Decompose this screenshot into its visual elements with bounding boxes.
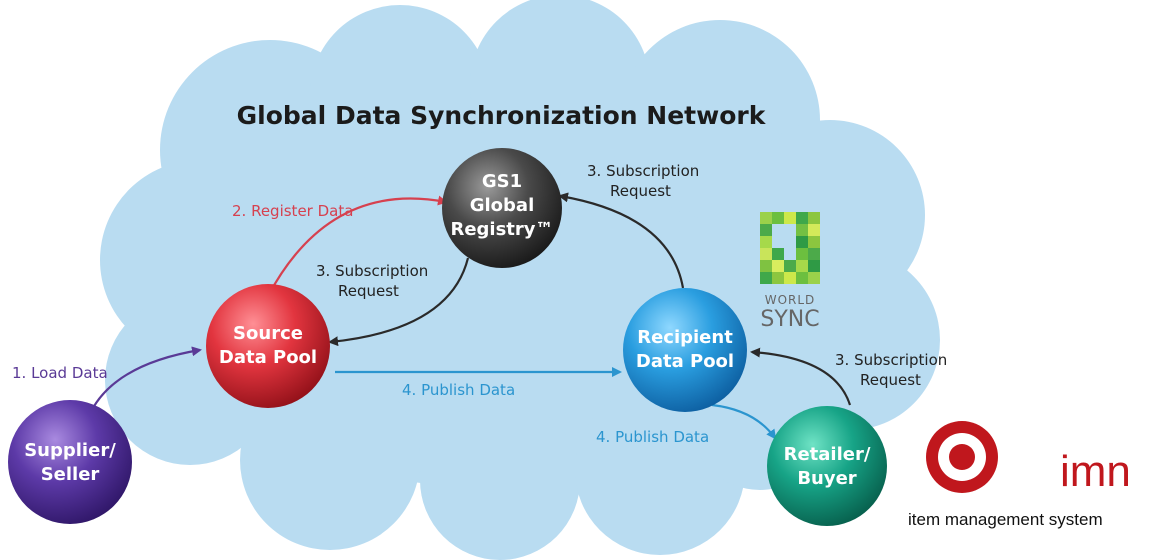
label-subscription-retailer: 3. Subscription <box>835 351 947 369</box>
node-source-data-pool: Source Data Pool <box>206 284 330 408</box>
node-gs1-global-registry: GS1 Global Registry™ <box>442 148 562 268</box>
worldsync-line1: WORLD <box>765 293 816 307</box>
label-request-recipient: Request <box>610 182 671 200</box>
retailer-line2: Buyer <box>797 468 856 489</box>
supplier-line1: Supplier/ <box>24 440 116 461</box>
imn-brand-text: imn <box>1060 447 1131 496</box>
subscription-to-source-arrow <box>328 257 470 347</box>
subscription-to-gs1-arrow <box>558 192 685 289</box>
label-request-source: Request <box>338 282 399 300</box>
label-subscription-source: 3. Subscription <box>316 262 428 280</box>
gs1-line3: Registry™ <box>450 219 553 240</box>
publish-data-retail-arrow <box>711 403 777 440</box>
worldsync-logo-icon <box>760 212 820 284</box>
source-line1: Source <box>233 323 303 344</box>
label-request-retailer: Request <box>860 371 921 389</box>
label-publish-data-retail: 4. Publish Data <box>596 428 709 446</box>
node-retailer-buyer: Retailer/ Buyer <box>767 406 887 526</box>
imn-logo: imn item management system <box>908 421 1131 529</box>
node-supplier-seller: Supplier/ Seller <box>8 400 132 524</box>
target-logo-icon <box>926 421 998 493</box>
register-data-arrow <box>267 195 448 297</box>
imn-tagline: item management system <box>908 510 1103 529</box>
retailer-line1: Retailer/ <box>784 444 871 465</box>
cloud-background <box>100 0 940 560</box>
recipient-line2: Data Pool <box>636 351 734 372</box>
label-load-data: 1. Load Data <box>12 364 108 382</box>
label-publish-data-main: 4. Publish Data <box>402 381 515 399</box>
gs1-line1: GS1 <box>482 171 522 192</box>
source-line2: Data Pool <box>219 347 317 368</box>
worldsync-line2: SYNC <box>760 307 819 332</box>
subscription-from-retailer-arrow <box>750 347 852 406</box>
label-register-data: 2. Register Data <box>232 202 353 220</box>
diagram-title: Global Data Synchronization Network <box>237 101 767 130</box>
worldsync-logo: WORLD SYNC <box>760 212 820 332</box>
label-subscription-recipient: 3. Subscription <box>587 162 699 180</box>
supplier-line2: Seller <box>41 464 100 485</box>
recipient-line1: Recipient <box>637 327 733 348</box>
gs1-line2: Global <box>470 195 535 216</box>
node-recipient-data-pool: Recipient Data Pool <box>623 288 747 412</box>
